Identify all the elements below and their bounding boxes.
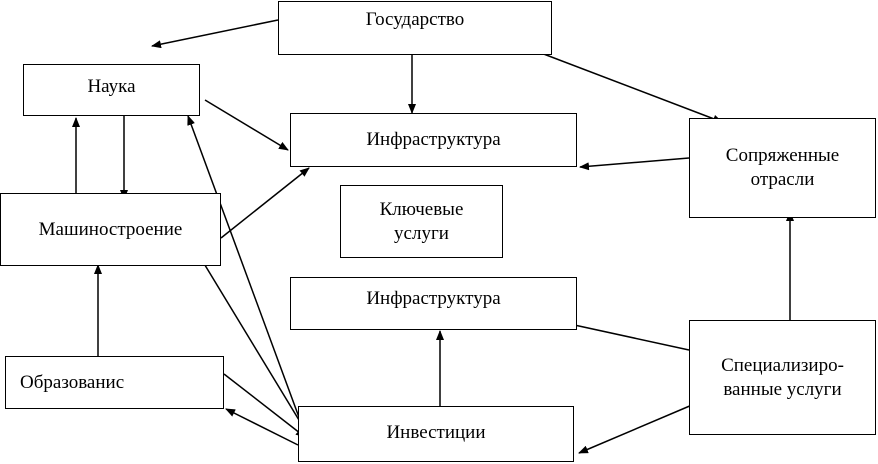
- node-infrastructure-upper-label: Инфраструктура: [366, 129, 501, 151]
- arrow-inv-to-mach: [196, 251, 303, 426]
- arrow-inv-to-sci: [187, 115, 301, 421]
- arrow-gov-to-assoc: [519, 44, 723, 123]
- node-education-label: Образованис: [20, 371, 125, 393]
- node-related-industries-label: Сопряженные отрасли: [725, 145, 840, 190]
- node-science-label: Наука: [87, 76, 136, 97]
- arrow-spec-to-inv: [578, 404, 693, 454]
- node-related-industries: Сопряженные отрасли: [689, 118, 876, 218]
- node-specialized-services: Специализиро- ванные услуги: [689, 320, 876, 435]
- arrow-spec-to-infra2: [555, 319, 690, 351]
- node-science: Наука: [23, 64, 200, 116]
- arrow-mach-to-infra1: [220, 167, 310, 239]
- arrow-gov-to-sci: [151, 19, 279, 49]
- node-specialized-services-label: Специализиро- ванные услуги: [721, 354, 844, 400]
- node-key-services-label: Ключевые услуги: [379, 198, 464, 244]
- node-investments-label: Инвестиции: [386, 422, 486, 443]
- node-infrastructure-lower: Инфраструктура: [290, 277, 577, 330]
- node-investments: Инвестиции: [298, 406, 574, 462]
- node-state-label: Государство: [365, 9, 465, 30]
- arrow-edu-to-inv: [223, 373, 306, 438]
- node-infrastructure-lower-label: Инфраструктура: [366, 287, 501, 309]
- node-key-services: Ключевые услуги: [340, 185, 503, 258]
- node-education: Образованис: [5, 356, 224, 409]
- arrow-sci-to-infra1: [204, 99, 289, 151]
- arrow-inv-to-edu: [225, 408, 299, 446]
- node-mechanical-engineering-label: Машиностроение: [38, 218, 183, 240]
- node-mechanical-engineering: Машиностроение: [0, 193, 221, 266]
- node-state: Государство: [278, 1, 552, 55]
- arrow-assoc-to-infra1: [579, 157, 690, 171]
- node-infrastructure-upper: Инфраструктура: [290, 113, 577, 167]
